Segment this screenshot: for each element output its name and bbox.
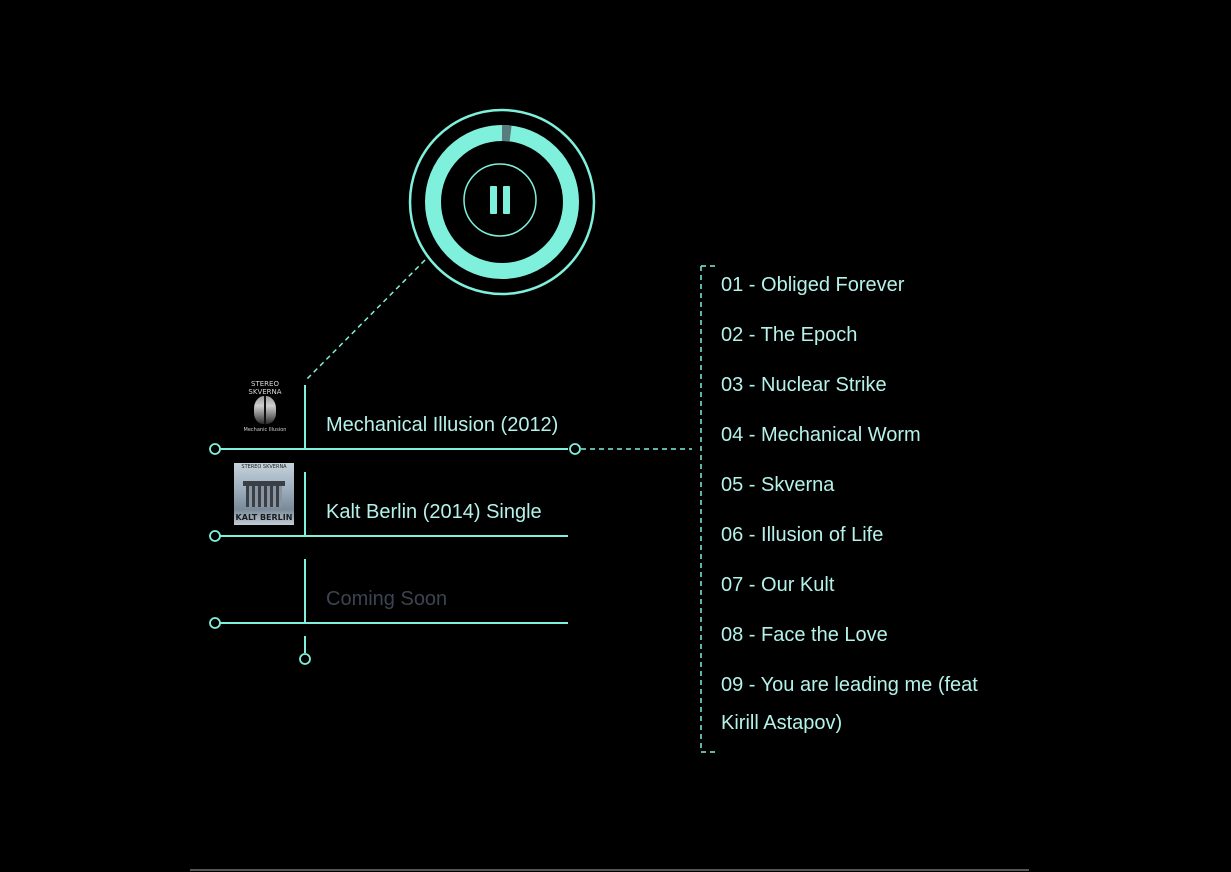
- track-item[interactable]: 09 - You are leading me (feat Kirill Ast…: [721, 674, 978, 734]
- track-item[interactable]: 06 - Illusion of Life: [721, 524, 884, 546]
- tracklist-bracket: [700, 265, 716, 753]
- track-item[interactable]: 02 - The Epoch: [721, 324, 858, 346]
- track-item[interactable]: 03 - Nuclear Strike: [721, 374, 887, 396]
- tracklist: 01 - Obliged Forever 02 - The Epoch 03 -…: [721, 266, 1001, 742]
- pause-icon: [490, 186, 510, 214]
- track-item[interactable]: 08 - Face the Love: [721, 624, 888, 646]
- album-row-node: [209, 617, 221, 629]
- outer-ring: [408, 108, 596, 296]
- album-title-coming-soon: Coming Soon: [326, 588, 448, 610]
- selected-album-node: [569, 443, 581, 455]
- album-row-node: [209, 443, 221, 455]
- album-cover-mechanical-illusion[interactable]: STEREO SKVERNA Mechanic Illusion: [234, 377, 296, 439]
- timeline-end-node: [299, 653, 311, 665]
- ring-connector-line: [305, 259, 426, 381]
- cover-title-text: KALT BERLIN: [235, 513, 293, 522]
- cover-title-text: Mechanic Illusion: [243, 427, 287, 433]
- track-item[interactable]: 07 - Our Kult: [721, 574, 835, 596]
- cover-artist-text: STEREO SKVERNA: [248, 380, 282, 396]
- cover-portrait-split: [264, 396, 266, 424]
- play-pause-button[interactable]: [463, 163, 537, 237]
- cover-gate-illustration: [246, 485, 282, 507]
- track-item[interactable]: 05 - Skverna: [721, 474, 835, 496]
- album-row-node: [209, 530, 221, 542]
- album-title-kalt-berlin[interactable]: Kalt Berlin (2014) Single: [326, 501, 542, 523]
- track-item[interactable]: 01 - Obliged Forever: [721, 274, 905, 296]
- album-cover-kalt-berlin[interactable]: STEREO SKVERNA KALT BERLIN: [234, 463, 294, 525]
- album-title-mechanical-illusion[interactable]: Mechanical Illusion (2012): [326, 414, 559, 436]
- play-pause-control[interactable]: [408, 108, 596, 296]
- track-item[interactable]: 04 - Mechanical Worm: [721, 424, 921, 446]
- bottom-divider: [190, 869, 1029, 871]
- cover-gate-top: [243, 481, 285, 486]
- progress-ring-elapsed: [425, 125, 579, 279]
- cover-artist-text: STEREO SKVERNA: [241, 464, 287, 470]
